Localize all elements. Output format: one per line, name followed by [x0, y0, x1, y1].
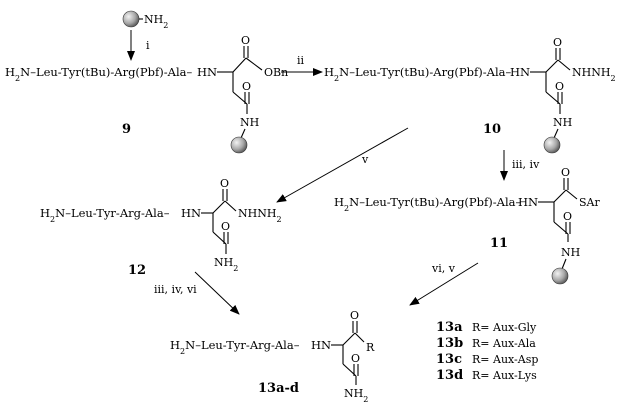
arrow-step-iii-iv-vi [194, 271, 240, 315]
compound-9-sequence: H2N–Leu-Tyr(tBu)-Arg(Pbf)-Ala– [5, 65, 192, 83]
svg-text:13c: 13c [436, 352, 462, 367]
svg-text:13b: 13b [436, 336, 463, 351]
step-vi-v-label: vi, v [431, 262, 456, 275]
svg-text:R= Aux-Asp: R= Aux-Asp [472, 353, 538, 366]
compound-12-terminus: NHNH2 [238, 207, 282, 224]
variant-list: 13a R= Aux-Gly 13b R= Aux-Ala 13c R= Aux… [436, 320, 538, 383]
compound-10-terminus: NHNH2 [572, 66, 616, 83]
compound-9: H2N–Leu-Tyr(tBu)-Arg(Pbf)-Ala– HN O OBn … [5, 34, 288, 154]
compound-13-terminus: R [366, 341, 375, 354]
compound-12-sequence: H2N–Leu-Tyr-Arg-Ala– [40, 206, 170, 224]
compound-9-number: 9 [122, 122, 131, 137]
compound-11-hn: HN [518, 195, 538, 209]
svg-text:R= Aux-Gly: R= Aux-Gly [472, 321, 537, 334]
compound-11-sequence: H2N–Leu-Tyr(tBu)-Arg(Pbf)-Ala– [334, 195, 521, 213]
compound-13-side-amide: NH2 [344, 387, 368, 404]
resin-bead-11 [551, 267, 569, 285]
resin-start: NH2 [122, 10, 168, 30]
variant-13d: 13d R= Aux-Lys [436, 368, 537, 383]
compound-9-side-o: O [242, 80, 251, 93]
resin-bead-start [122, 10, 140, 28]
compound-9-carbonyl-o: O [241, 34, 250, 47]
variant-13a: 13a R= Aux-Gly [436, 320, 537, 335]
resin-bead-9 [230, 136, 248, 154]
compound-13-carbonyl-o: O [350, 309, 359, 322]
step-v-label: v [361, 153, 369, 166]
step-ii-label: ii [297, 54, 305, 67]
svg-text:13a: 13a [436, 320, 463, 335]
compound-12-side-amide: NH2 [214, 256, 238, 273]
arrow-step-vi-v [409, 262, 479, 306]
compound-9-side-nh: NH [240, 116, 259, 129]
compound-12-hn: HN [181, 206, 201, 220]
step-iii-iv-vi-label: iii, iv, vi [154, 283, 197, 296]
compound-10-hn: HN [510, 65, 530, 79]
svg-text:R= Aux-Lys: R= Aux-Lys [472, 369, 537, 382]
compound-10-sequence: H2N–Leu-Tyr(tBu)-Arg(Pbf)-Ala– [324, 65, 511, 83]
arrow-step-v [276, 127, 409, 203]
compound-13: H2N–Leu-Tyr-Arg-Ala– HN O R O NH2 13a-d [170, 309, 375, 404]
resin-bead-10 [543, 136, 561, 154]
compound-11-side-nh: NH [561, 246, 580, 259]
resin-amine-label: NH2 [144, 13, 168, 30]
svg-text:R= Aux-Ala: R= Aux-Ala [472, 337, 536, 350]
compound-11-number: 11 [490, 236, 508, 251]
compound-9-hn: HN [197, 65, 217, 79]
compound-12-carbonyl-o: O [220, 177, 229, 190]
compound-13-hn: HN [311, 338, 331, 352]
compound-11-side-o: O [563, 210, 572, 223]
compound-13-side-o: O [351, 352, 360, 365]
compound-10-side-nh: NH [553, 116, 572, 129]
compound-10-carbonyl-o: O [553, 36, 562, 49]
svg-text:13d: 13d [436, 368, 463, 383]
compound-13-sequence: H2N–Leu-Tyr-Arg-Ala– [170, 338, 300, 356]
compound-10: H2N–Leu-Tyr(tBu)-Arg(Pbf)-Ala– HN O NHNH… [324, 36, 616, 154]
compound-10-side-o: O [555, 80, 564, 93]
variant-13c: 13c R= Aux-Asp [436, 352, 538, 367]
compound-11-carbonyl-o: O [561, 166, 570, 179]
step-i-label: i [146, 39, 150, 52]
compound-11: H2N–Leu-Tyr(tBu)-Arg(Pbf)-Ala– HN O SAr … [334, 166, 600, 285]
compound-11-terminus: SAr [579, 196, 600, 209]
compound-13-number: 13a-d [258, 381, 299, 396]
compound-12: H2N–Leu-Tyr-Arg-Ala– HN O NHNH2 O NH2 12 [40, 177, 282, 278]
step-iii-iv-label: iii, iv [512, 158, 540, 171]
compound-12-number: 12 [128, 263, 146, 278]
compound-9-terminus: OBn [264, 66, 288, 79]
compound-10-number: 10 [483, 122, 501, 137]
variant-13b: 13b R= Aux-Ala [436, 336, 536, 351]
compound-12-side-o: O [221, 220, 230, 233]
